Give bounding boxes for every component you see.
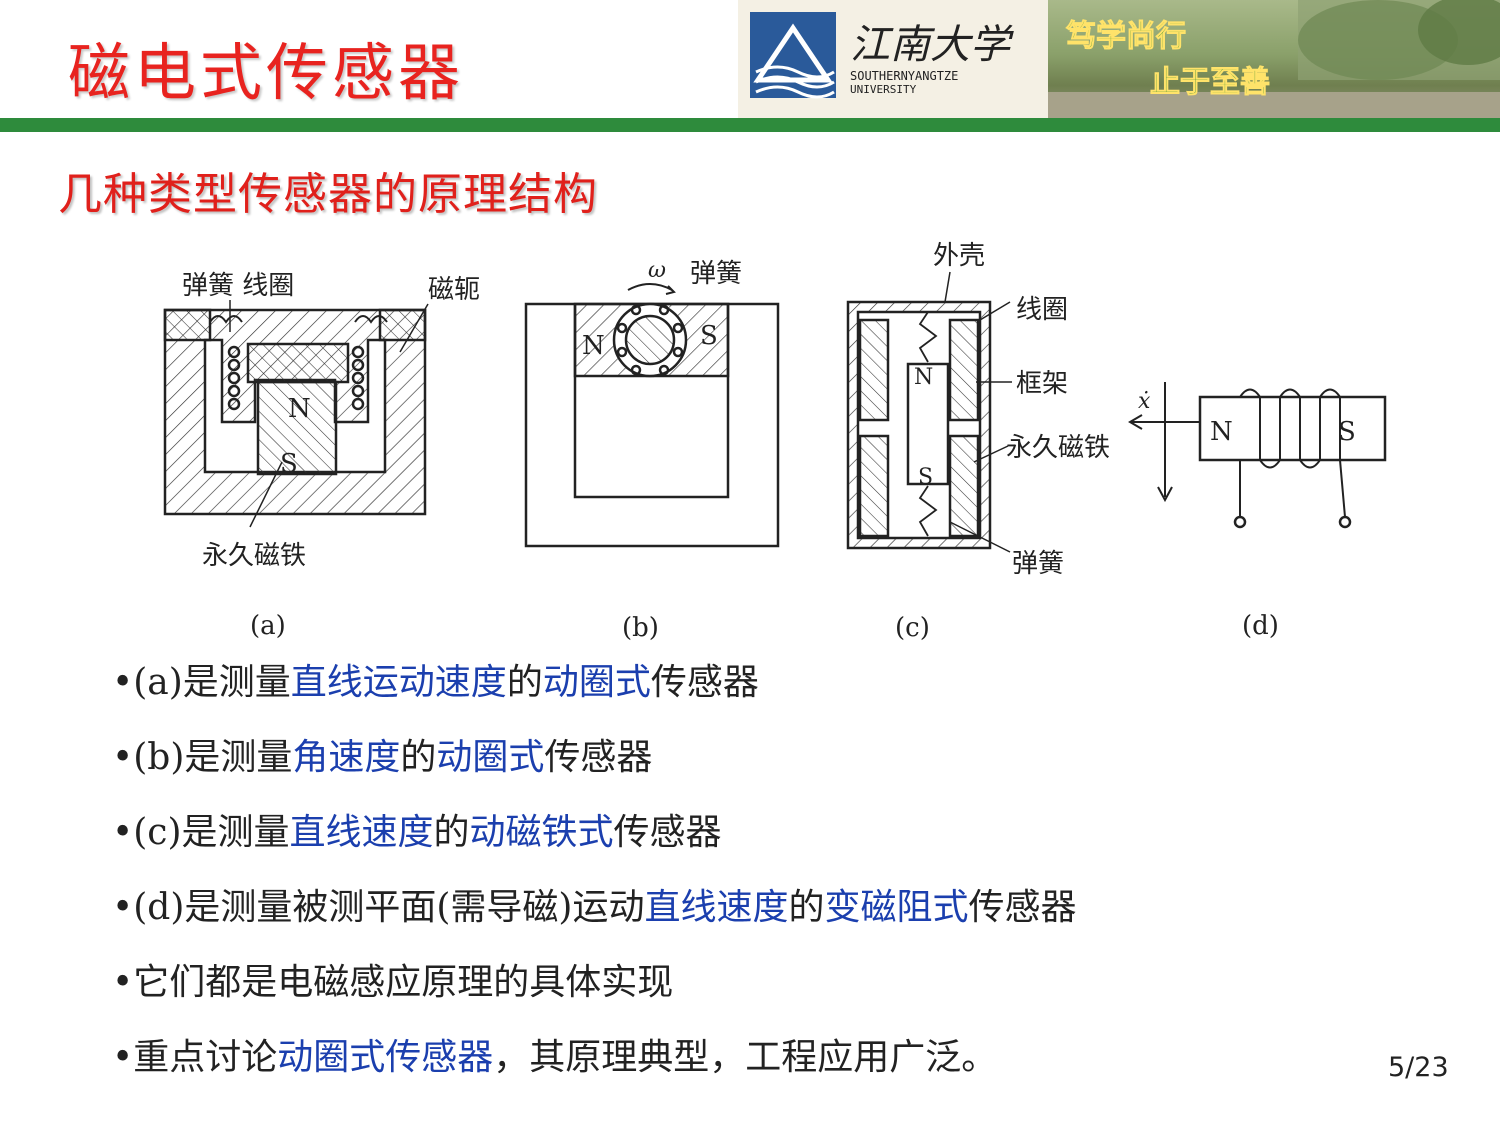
bullet-text-segment: 动圈式 <box>542 662 651 703</box>
diagram-d <box>1128 382 1387 529</box>
motto-line-2: 止于至善 <box>1150 65 1270 100</box>
bullet-list: •(a)是测量直线运动速度的动圈式传感器•(b)是测量角速度的动圈式传感器•(c… <box>112 655 1392 1105</box>
diagram-b <box>524 283 780 548</box>
bullet-text-segment: ，其原理典型，工程应用广泛。 <box>493 1037 998 1078</box>
label-c-n: N <box>914 365 933 390</box>
logo-name-en-2: UNIVERSITY <box>850 83 917 96</box>
header-divider <box>0 118 1500 132</box>
label-a-s: S <box>280 449 298 479</box>
bullet-text-segment: 角速度 <box>292 737 401 778</box>
page-number: 5/23 <box>1388 1052 1449 1083</box>
caption-b: (b) <box>622 613 659 643</box>
bullet-item: •(b)是测量角速度的动圈式传感器 <box>112 730 1392 805</box>
logo-name-en-1: SOUTHERNYANGTZE <box>850 69 958 83</box>
bullet-text-segment: •(d)是测量被测平面(需导磁)运动 <box>112 887 645 928</box>
label-c-coil: 线圈 <box>1016 295 1068 325</box>
bullet-text-segment: •(b)是测量 <box>112 737 293 778</box>
bullet-text-segment: 的 <box>506 662 543 703</box>
label-d-n: N <box>1210 417 1233 447</box>
campus-photo: 笃学尚行 止于至善 <box>1048 0 1500 122</box>
label-d-x: ẋ <box>1138 389 1151 414</box>
bullet-item: •(a)是测量直线运动速度的动圈式传感器 <box>112 655 1392 730</box>
bullet-text-segment: 传感器 <box>544 737 653 778</box>
bullet-text-segment: 传感器 <box>968 887 1077 928</box>
caption-a: (a) <box>250 611 286 641</box>
bullet-text-segment: 传感器 <box>613 812 722 853</box>
bullet-text-segment: 的 <box>400 737 437 778</box>
label-a-n: N <box>288 394 311 424</box>
bullet-text-segment: 的 <box>433 812 470 853</box>
bullet-item: •重点讨论动圈式传感器，其原理典型，工程应用广泛。 <box>112 1030 1392 1105</box>
bullet-text-segment: 传感器 <box>650 662 759 703</box>
label-b-spring: 弹簧 <box>690 259 742 289</box>
label-d-s: S <box>1338 417 1356 447</box>
bullet-item: •(d)是测量被测平面(需导磁)运动直线速度的变磁阻式传感器 <box>112 880 1392 955</box>
label-a-magnet: 永久磁铁 <box>202 541 306 571</box>
label-c-magnet: 永久磁铁 <box>1006 433 1110 463</box>
bullet-text-segment: •(a)是测量 <box>112 662 291 703</box>
bullet-item: •它们都是电磁感应原理的具体实现 <box>112 955 1392 1030</box>
bullet-item: •(c)是测量直线速度的动磁铁式传感器 <box>112 805 1392 880</box>
label-c-frame: 框架 <box>1016 369 1068 399</box>
label-c-spring: 弹簧 <box>1012 549 1064 579</box>
bullet-text-segment: 动圈式 <box>436 737 545 778</box>
bullet-text-segment: •(c)是测量 <box>112 812 290 853</box>
logo-name-cn: 江南大学 <box>850 22 1014 68</box>
label-a-spring-coil: 弹簧 线圈 <box>182 271 294 301</box>
logo-emblem-icon: 江南大学 SOUTHERNYANGTZE UNIVERSITY <box>750 12 1014 99</box>
label-b-s: S <box>700 321 718 351</box>
bullet-text-segment: 变磁阻式 <box>824 887 969 928</box>
caption-d: (d) <box>1242 611 1279 641</box>
bullet-text-segment: •重点讨论 <box>112 1037 278 1078</box>
label-a-yoke: 磁轭 <box>428 275 480 305</box>
slide-subtitle: 几种类型传感器的原理结构 <box>58 169 598 220</box>
label-b-omega: ω <box>648 258 666 283</box>
label-c-s: S <box>918 465 933 490</box>
motto-line-1: 笃学尚行 <box>1066 19 1186 54</box>
bullet-text-segment: 动磁铁式 <box>469 812 614 853</box>
bullet-text-segment: 动圈式传感器 <box>277 1037 494 1078</box>
sensor-structure-figure: 弹簧 线圈 磁轭 N S 永久磁铁 (a) ω 弹簧 N S (b) 外壳 线圈 <box>163 241 1387 643</box>
university-logo: 江南大学 SOUTHERNYANGTZE UNIVERSITY <box>738 0 1048 118</box>
diagram-a <box>163 300 429 528</box>
label-c-shell: 外壳 <box>933 241 985 271</box>
bullet-text-segment: 直线速度 <box>289 812 434 853</box>
bullet-text-segment: 直线速度 <box>644 887 789 928</box>
caption-c: (c) <box>895 613 930 643</box>
diagram-c <box>846 271 1012 553</box>
slide-title: 磁电式传感器 <box>68 36 465 109</box>
label-b-n: N <box>582 331 605 361</box>
bullet-text-segment: •它们都是电磁感应原理的具体实现 <box>112 962 674 1003</box>
bullet-text-segment: 的 <box>788 887 825 928</box>
bullet-text-segment: 直线运动速度 <box>290 662 507 703</box>
